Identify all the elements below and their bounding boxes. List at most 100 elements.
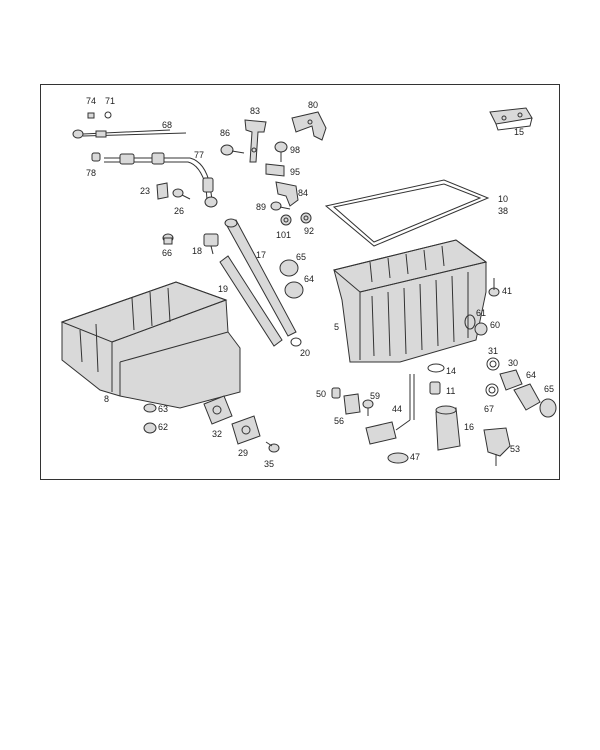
label-60: 60 (490, 320, 500, 330)
label-15: 15 (514, 127, 524, 137)
label-64a: 64 (304, 274, 314, 284)
label-5: 5 (334, 322, 339, 332)
plug-11 (429, 381, 441, 395)
fitting-30 (499, 369, 523, 391)
label-44: 44 (392, 404, 402, 414)
bracket-15 (489, 107, 533, 131)
label-56: 56 (334, 416, 344, 426)
cap-47 (387, 452, 409, 464)
clip-56 (343, 393, 361, 415)
ring-67 (485, 383, 499, 397)
oil-pan-lower-8 (60, 281, 241, 409)
label-19: 19 (218, 284, 228, 294)
label-63: 63 (158, 404, 168, 414)
gasket-10 (324, 179, 490, 247)
label-53: 53 (510, 444, 520, 454)
label-31: 31 (488, 346, 498, 356)
bracket-84 (275, 181, 299, 207)
bracket-83 (244, 119, 267, 163)
bolt-98 (274, 141, 288, 162)
label-29: 29 (238, 448, 248, 458)
bracket-80 (291, 111, 327, 141)
ring-31 (486, 357, 500, 371)
label-64b: 64 (526, 370, 536, 380)
washer-71 (104, 111, 112, 119)
plug-50 (331, 387, 341, 399)
label-41: 41 (502, 286, 512, 296)
sensor-18 (203, 233, 219, 255)
plug-66 (162, 233, 174, 245)
seal-65a (279, 259, 299, 277)
label-77: 77 (194, 150, 204, 160)
label-86: 86 (220, 128, 230, 138)
label-62: 62 (158, 422, 168, 432)
dipstick-68 (72, 129, 187, 139)
label-74: 74 (86, 96, 96, 106)
seal-61 (464, 314, 476, 330)
plug-62 (143, 422, 157, 434)
nut-101 (280, 214, 292, 226)
label-16: 16 (464, 422, 474, 432)
guide-tube-77 (91, 152, 218, 208)
label-65a: 65 (296, 252, 306, 262)
label-84: 84 (298, 188, 308, 198)
clamp-95 (265, 163, 285, 177)
label-95: 95 (290, 167, 300, 177)
label-50: 50 (316, 389, 326, 399)
label-17: 17 (256, 250, 266, 260)
label-89: 89 (256, 202, 266, 212)
cover-32 (203, 395, 233, 425)
bolt-89 (270, 201, 291, 211)
label-83: 83 (250, 106, 260, 116)
plug-64a (284, 281, 304, 299)
label-65b: 65 (544, 384, 554, 394)
oil-pan-upper-5 (332, 239, 488, 363)
label-30: 30 (508, 358, 518, 368)
label-23: 23 (140, 186, 150, 196)
plug-60 (474, 322, 488, 336)
label-68: 68 (162, 120, 172, 130)
label-10: 10 (498, 194, 508, 204)
callout-labels: 74 71 68 77 78 23 26 83 86 80 98 95 84 8… (86, 96, 554, 469)
filter-16 (435, 405, 461, 451)
seal-63 (143, 403, 157, 413)
label-38: 38 (498, 206, 508, 216)
ring-20 (290, 337, 302, 347)
bolt-26 (172, 188, 191, 200)
label-61: 61 (476, 308, 486, 318)
label-26: 26 (174, 206, 184, 216)
hose-64b (513, 383, 541, 411)
tube-19 (219, 255, 283, 347)
label-18: 18 (192, 246, 202, 256)
label-71: 71 (105, 96, 115, 106)
label-35: 35 (264, 459, 274, 469)
label-67: 67 (484, 404, 494, 414)
label-101: 101 (276, 230, 291, 240)
cover-29 (231, 415, 261, 445)
label-8: 8 (104, 394, 109, 404)
clamp-65b (539, 398, 557, 418)
bolt-41 (488, 278, 500, 297)
label-14: 14 (446, 366, 456, 376)
ring-14 (427, 363, 445, 373)
label-78: 78 (86, 168, 96, 178)
label-32: 32 (212, 429, 222, 439)
label-66: 66 (162, 248, 172, 258)
bolt-35 (265, 441, 280, 453)
label-11: 11 (446, 386, 455, 396)
bolt-59 (362, 399, 374, 416)
connector-53 (483, 427, 511, 466)
label-92: 92 (304, 226, 314, 236)
diagram-frame (40, 84, 560, 480)
label-20: 20 (300, 348, 310, 358)
label-59: 59 (370, 391, 380, 401)
label-98: 98 (290, 145, 300, 155)
label-47: 47 (410, 452, 420, 462)
label-80: 80 (308, 100, 318, 110)
sensor-44 (365, 374, 415, 445)
tube-17 (224, 218, 297, 337)
bolt-86 (220, 144, 245, 156)
clip-23 (156, 182, 169, 200)
ring-74 (87, 112, 95, 119)
